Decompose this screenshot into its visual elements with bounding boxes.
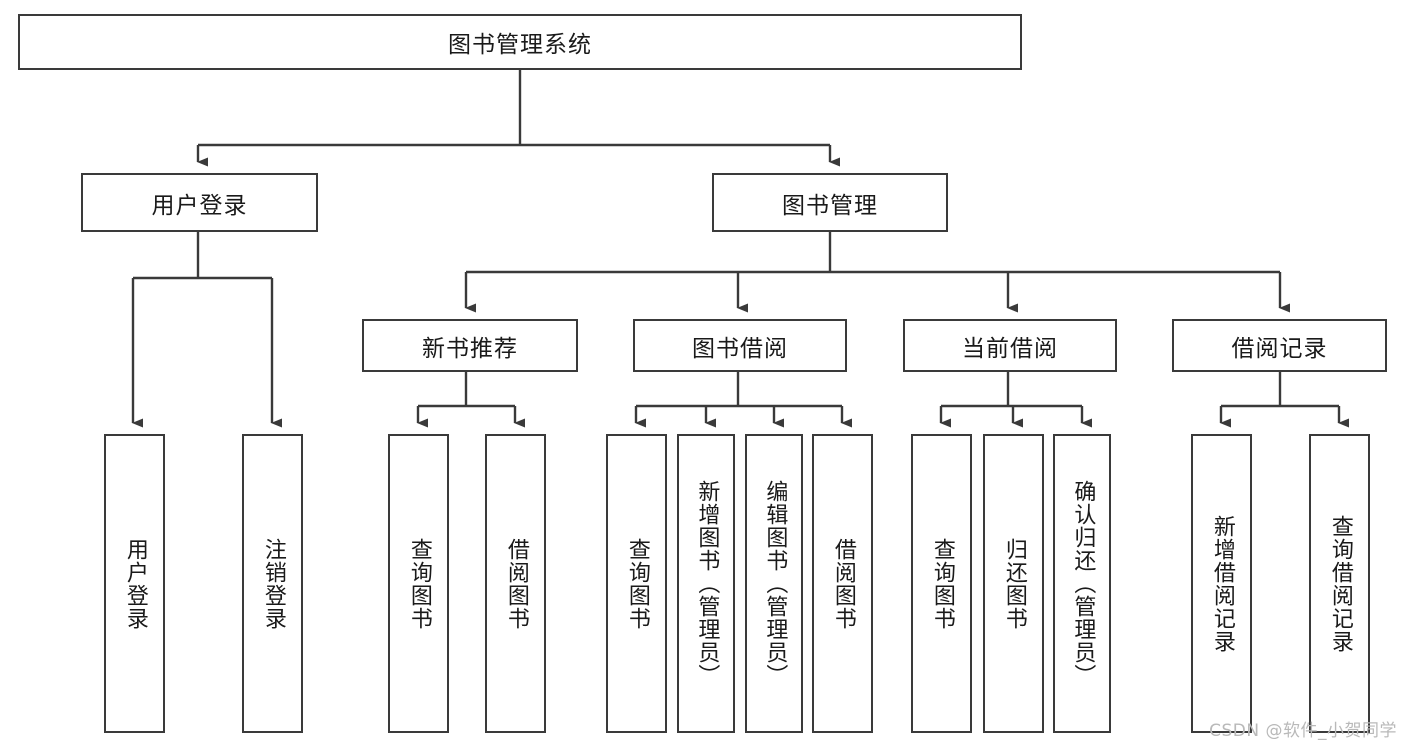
leaf-add-book-admin-label: 新增图书（管理员） (694, 480, 720, 687)
leaf-user-login-label: 用户登录 (122, 537, 148, 630)
leaf-borrow-book[interactable]: 借阅图书 (812, 434, 873, 733)
node-new-book-recommend[interactable]: 新书推荐 (362, 319, 578, 372)
leaf-query-book-borrow[interactable]: 查询图书 (606, 434, 667, 733)
leaf-add-book-admin[interactable]: 新增图书（管理员） (677, 434, 735, 733)
leaf-query-book-recommend-label: 查询图书 (406, 537, 432, 630)
node-current-borrow[interactable]: 当前借阅 (903, 319, 1117, 372)
node-book-manage[interactable]: 图书管理 (712, 173, 948, 232)
leaf-add-borrow-record[interactable]: 新增借阅记录 (1191, 434, 1252, 733)
leaf-edit-book-admin[interactable]: 编辑图书（管理员） (745, 434, 803, 733)
csdn-watermark: CSDN @软件_小贺同学 (1209, 721, 1397, 741)
node-new-book-recommend-label: 新书推荐 (422, 335, 518, 362)
leaf-query-book-borrow-label: 查询图书 (624, 537, 650, 630)
node-borrow-record[interactable]: 借阅记录 (1172, 319, 1387, 372)
node-user-login-label: 用户登录 (151, 192, 248, 219)
leaf-query-book-current[interactable]: 查询图书 (911, 434, 972, 733)
node-borrow-record-label: 借阅记录 (1231, 335, 1328, 362)
leaf-user-logout[interactable]: 注销登录 (242, 434, 303, 733)
leaf-confirm-return-admin-label: 确认归还（管理员） (1070, 480, 1096, 687)
leaf-return-book[interactable]: 归还图书 (983, 434, 1044, 733)
leaf-return-book-label: 归还图书 (1001, 537, 1027, 630)
leaf-query-borrow-record[interactable]: 查询借阅记录 (1309, 434, 1370, 733)
leaf-query-borrow-record-label: 查询借阅记录 (1327, 514, 1353, 653)
leaf-query-book-recommend[interactable]: 查询图书 (388, 434, 449, 733)
leaf-confirm-return-admin[interactable]: 确认归还（管理员） (1053, 434, 1111, 733)
leaf-user-logout-label: 注销登录 (260, 537, 286, 630)
leaf-borrow-book-label: 借阅图书 (830, 537, 856, 630)
node-book-manage-label: 图书管理 (782, 192, 878, 219)
leaf-user-login[interactable]: 用户登录 (104, 434, 165, 733)
node-book-borrow-label: 图书借阅 (692, 335, 788, 362)
leaf-borrow-book-recommend[interactable]: 借阅图书 (485, 434, 546, 733)
leaf-add-borrow-record-label: 新增借阅记录 (1209, 514, 1235, 653)
leaf-edit-book-admin-label: 编辑图书（管理员） (762, 480, 788, 687)
node-root-label: 图书管理系统 (448, 32, 592, 58)
node-book-borrow[interactable]: 图书借阅 (633, 319, 847, 372)
node-root[interactable]: 图书管理系统 (18, 14, 1022, 70)
leaf-query-book-current-label: 查询图书 (929, 537, 955, 630)
node-user-login[interactable]: 用户登录 (81, 173, 318, 232)
leaf-borrow-book-recommend-label: 借阅图书 (503, 537, 529, 630)
node-current-borrow-label: 当前借阅 (962, 335, 1058, 362)
